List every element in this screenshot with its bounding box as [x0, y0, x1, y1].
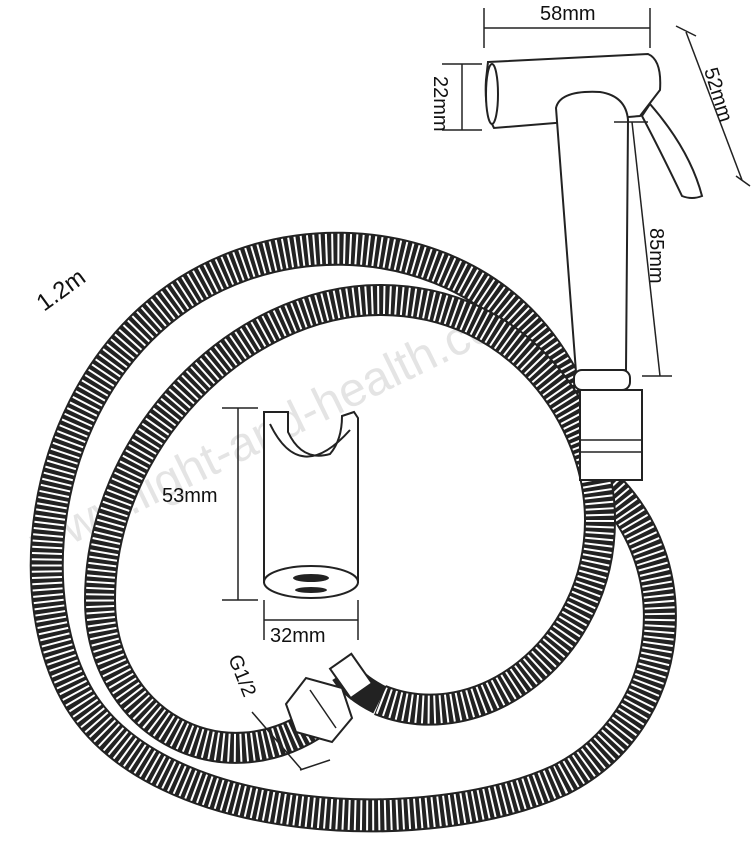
head-width-dimension: 58mm	[483, 3, 651, 48]
sprayer	[484, 52, 704, 481]
hose-connector-nut	[284, 652, 374, 744]
head-height-dimension: 22mm	[429, 63, 482, 132]
handle-dimension: 85mm	[614, 121, 672, 377]
holder-width-label: 32mm	[270, 625, 326, 647]
handle-length-label: 85mm	[645, 228, 667, 284]
thread-label: G1/2	[223, 652, 260, 700]
wall-holder	[263, 410, 359, 599]
head-width-label: 58mm	[540, 3, 596, 25]
head-height-label: 22mm	[429, 76, 451, 132]
hose	[29, 231, 677, 833]
holder-width-dimension: 32mm	[263, 600, 359, 647]
holder-height-label: 53mm	[162, 485, 218, 507]
hose-length-label: 1.2m	[32, 264, 91, 317]
trigger-length-label: 52mm	[699, 65, 736, 125]
holder-height-dimension: 53mm	[162, 407, 258, 601]
